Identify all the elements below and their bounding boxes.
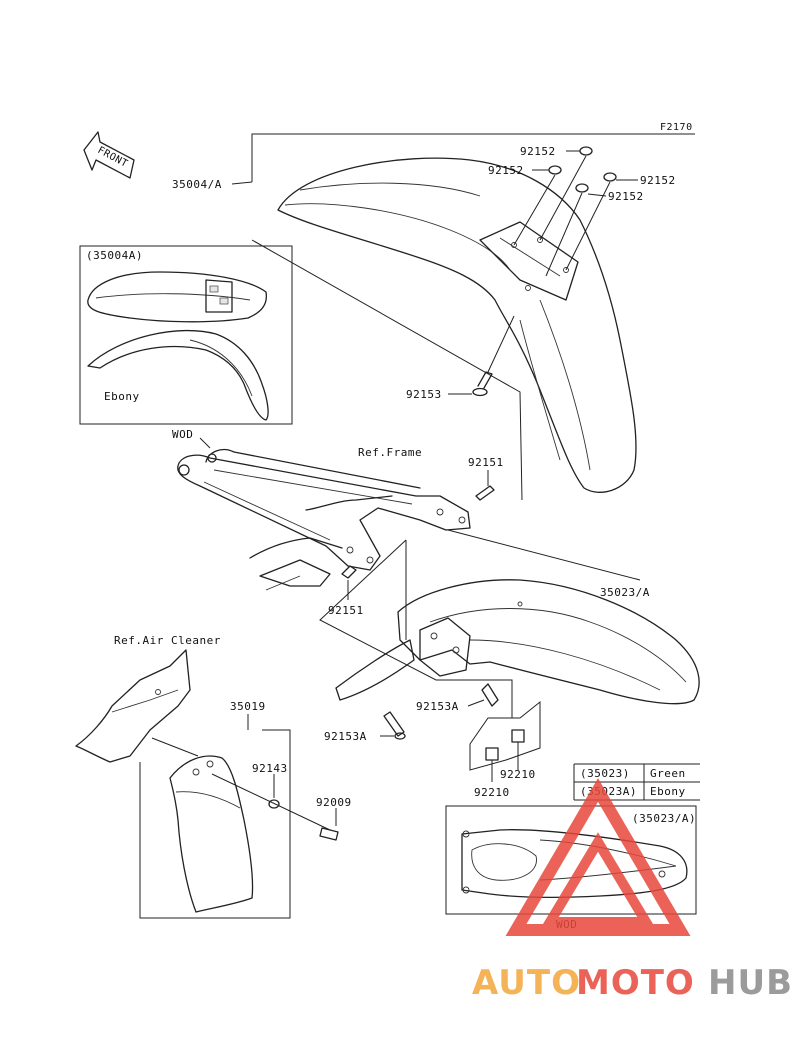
color-code-1: (35023)	[580, 767, 630, 780]
bolt-92151-top: 92151	[468, 456, 504, 501]
color-name-2: Ebony	[650, 785, 686, 798]
pad-92152-d: 92152	[545, 181, 644, 277]
bolt-92153A-a: 92153A	[416, 683, 499, 713]
bolt-92153A-b-callout: 92153A	[324, 730, 367, 743]
front-fender-bracket	[251, 133, 695, 182]
nut-92210-b-callout: 92210	[474, 786, 510, 799]
ref-air-cleaner-label: Ref.Air Cleaner	[114, 634, 221, 647]
ref-frame-label: Ref.Frame	[358, 446, 422, 459]
pad-92152-a: 92152	[520, 145, 593, 158]
front-fender-callout: 35004/A	[172, 178, 222, 191]
washer-92143: 92143	[211, 762, 331, 831]
front-bolt-callout: 92153	[406, 388, 442, 401]
rear-subframe	[177, 448, 471, 591]
bolt-92151-mid: 92151	[328, 565, 364, 617]
watermark-triangle-inner	[541, 832, 655, 927]
watermark-text-moto: MOTO	[576, 963, 695, 1003]
pad-a-callout: 92152	[520, 145, 556, 158]
pad-d-callout: 92152	[608, 190, 644, 203]
rear-fender-callout: 35023/A	[600, 586, 650, 599]
watermark-text-auto: AUTO	[472, 963, 581, 1003]
bolt-92151-mid-callout: 92151	[328, 604, 364, 617]
front-direction-arrow: FRONT	[83, 131, 135, 179]
variant-front-fender-box: (35004A) Ebony	[79, 245, 293, 425]
pad-c-callout: 92152	[640, 174, 676, 187]
bolt-92153A-a-callout: 92153A	[416, 700, 459, 713]
pad-b-callout: 92152	[488, 164, 524, 177]
mud-flap-callout: 35019	[230, 700, 266, 713]
front-bolt-92153: 92153	[406, 315, 515, 401]
screw-92009: 92009	[316, 796, 352, 841]
screw-callout: 92009	[316, 796, 352, 809]
automotohub-watermark: AUTO MOTO HUB	[472, 778, 793, 1003]
wod-top-label: WOD	[172, 428, 193, 441]
pad-92152-c: 92152	[539, 155, 676, 241]
washer-callout: 92143	[252, 762, 288, 775]
bolt-92153A-b: 92153A	[324, 711, 406, 743]
mud-flap-bracket	[139, 729, 291, 919]
rear-fender	[335, 579, 700, 705]
color-name-1: Green	[650, 767, 686, 780]
color-table: (35023) Green (35023A) Ebony	[573, 763, 700, 801]
variant-rear-fender-label: (35023/A)	[632, 812, 696, 825]
nut-92210: 92210 92210	[469, 700, 541, 799]
variant-front-fender-label: (35004A)	[86, 249, 143, 262]
front-fender	[277, 157, 637, 493]
mud-flap	[169, 755, 254, 913]
bolt-92151-top-callout: 92151	[468, 456, 504, 469]
watermark-triangle-outer	[505, 778, 691, 936]
air-cleaner-box	[75, 649, 199, 763]
nut-92210-a-callout: 92210	[500, 768, 536, 781]
figure-code: F2170	[660, 122, 693, 133]
ebony-label: Ebony	[104, 390, 140, 403]
pad-92152-b: 92152	[488, 164, 562, 246]
watermark-text-hub: HUB	[708, 963, 793, 1003]
